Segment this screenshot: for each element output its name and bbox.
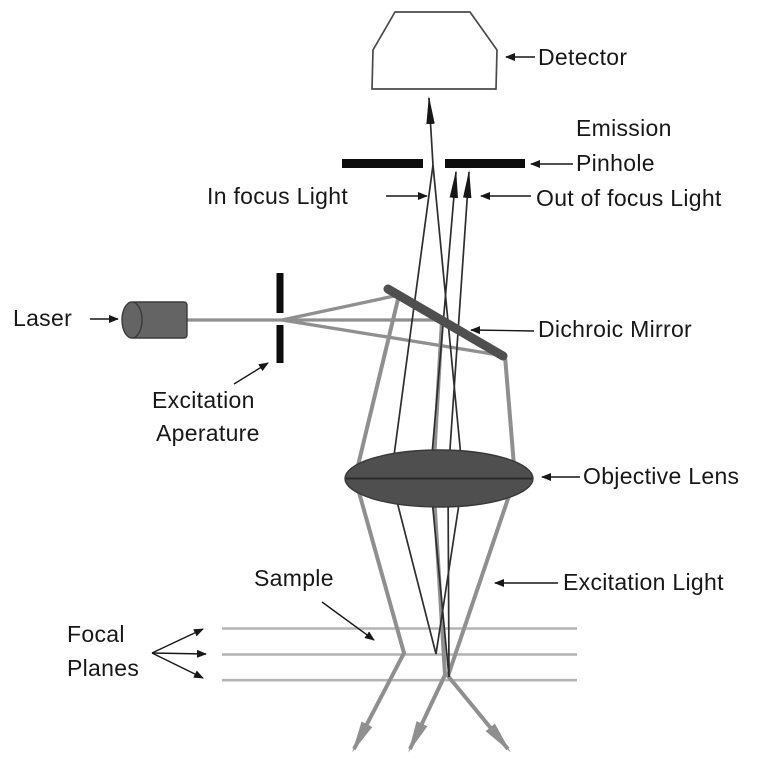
- aperture-bar-bottom: [276, 325, 284, 363]
- pinhole-label: Pinhole: [576, 150, 655, 176]
- dichroic-mirror-label: Dichroic Mirror: [538, 316, 692, 342]
- laser-beam-rays: [184, 293, 506, 358]
- focal-planes-arrow-3: [151, 652, 204, 679]
- in-focus-light-label: In focus Light: [207, 183, 349, 209]
- aperture-label-arrow: [233, 362, 269, 385]
- dichroic-mirror-bar: [383, 284, 508, 361]
- aperture-bar-top: [276, 273, 284, 313]
- excitation-aperture-label-line2: Aperature: [156, 420, 260, 446]
- emission-pinhole: [342, 159, 525, 168]
- in-focus-ray-to-detector: [426, 96, 464, 655]
- focal-planes-lines: [222, 627, 577, 682]
- pinhole-bar-left: [342, 159, 423, 168]
- laser-source: [121, 301, 188, 339]
- focal-planes-label-line1: Focal: [67, 621, 125, 647]
- objective-lens-label: Objective Lens: [583, 463, 740, 489]
- focal-planes-label-line2: Planes: [67, 655, 140, 681]
- laser-label: Laser: [13, 305, 73, 331]
- excitation-ray-center: [408, 319, 448, 753]
- excitation-aperture-label-line1: Excitation: [152, 387, 255, 413]
- fan-ray-bottom: [281, 318, 506, 358]
- dichroic-label-arrow: [470, 326, 535, 335]
- fan-ray-top: [281, 293, 400, 322]
- detector-label: Detector: [538, 44, 628, 70]
- excitation-ray-left: [352, 294, 407, 753]
- detector-body: [371, 11, 498, 90]
- emission-label: Emission: [576, 115, 672, 141]
- focal-planes-arrow-1: [151, 628, 204, 654]
- label-arrows: [90, 53, 580, 679]
- focal-planes-arrow-2: [151, 649, 207, 658]
- sample-label-arrow: [321, 601, 375, 641]
- objective-lens: [344, 449, 534, 508]
- excitation-light-label: Excitation Light: [563, 569, 724, 595]
- sample-label: Sample: [254, 565, 334, 591]
- laser-end-cap: [121, 301, 143, 339]
- in-focus-ray-left-branch: [390, 164, 437, 655]
- excitation-aperture: [276, 273, 284, 363]
- pinhole-bar-right: [445, 159, 525, 168]
- emission-ray-paths: [390, 96, 472, 678]
- excitation-ray-right: [445, 355, 518, 753]
- out-of-focus-light-label: Out of focus Light: [536, 185, 722, 211]
